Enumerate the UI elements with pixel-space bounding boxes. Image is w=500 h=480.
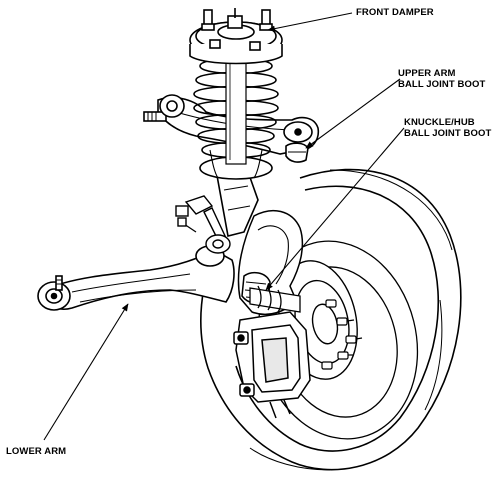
lower-arm-leader <box>43 303 129 441</box>
front-damper <box>189 8 283 237</box>
lower-arm <box>37 245 235 311</box>
upper-arm-boot-leader <box>305 78 401 149</box>
label-lower-arm: LOWER ARM <box>6 446 67 457</box>
drive-shaft <box>249 285 301 313</box>
label-knuckle-hub-ball-joint-boot: KNUCKLE/HUB BALL JOINT BOOT <box>404 117 492 139</box>
label-front-damper: FRONT DAMPER <box>356 7 434 18</box>
brake-caliper <box>233 311 311 419</box>
stabilizer-link <box>175 195 231 254</box>
leader-lines <box>43 12 405 441</box>
wheel-studs <box>321 299 363 370</box>
front-damper-leader <box>267 12 353 32</box>
tire <box>200 168 462 471</box>
label-upper-arm-ball-joint-boot: UPPER ARM BALL JOINT BOOT <box>398 68 486 90</box>
knuckle-hub-boot-leader <box>265 127 405 291</box>
